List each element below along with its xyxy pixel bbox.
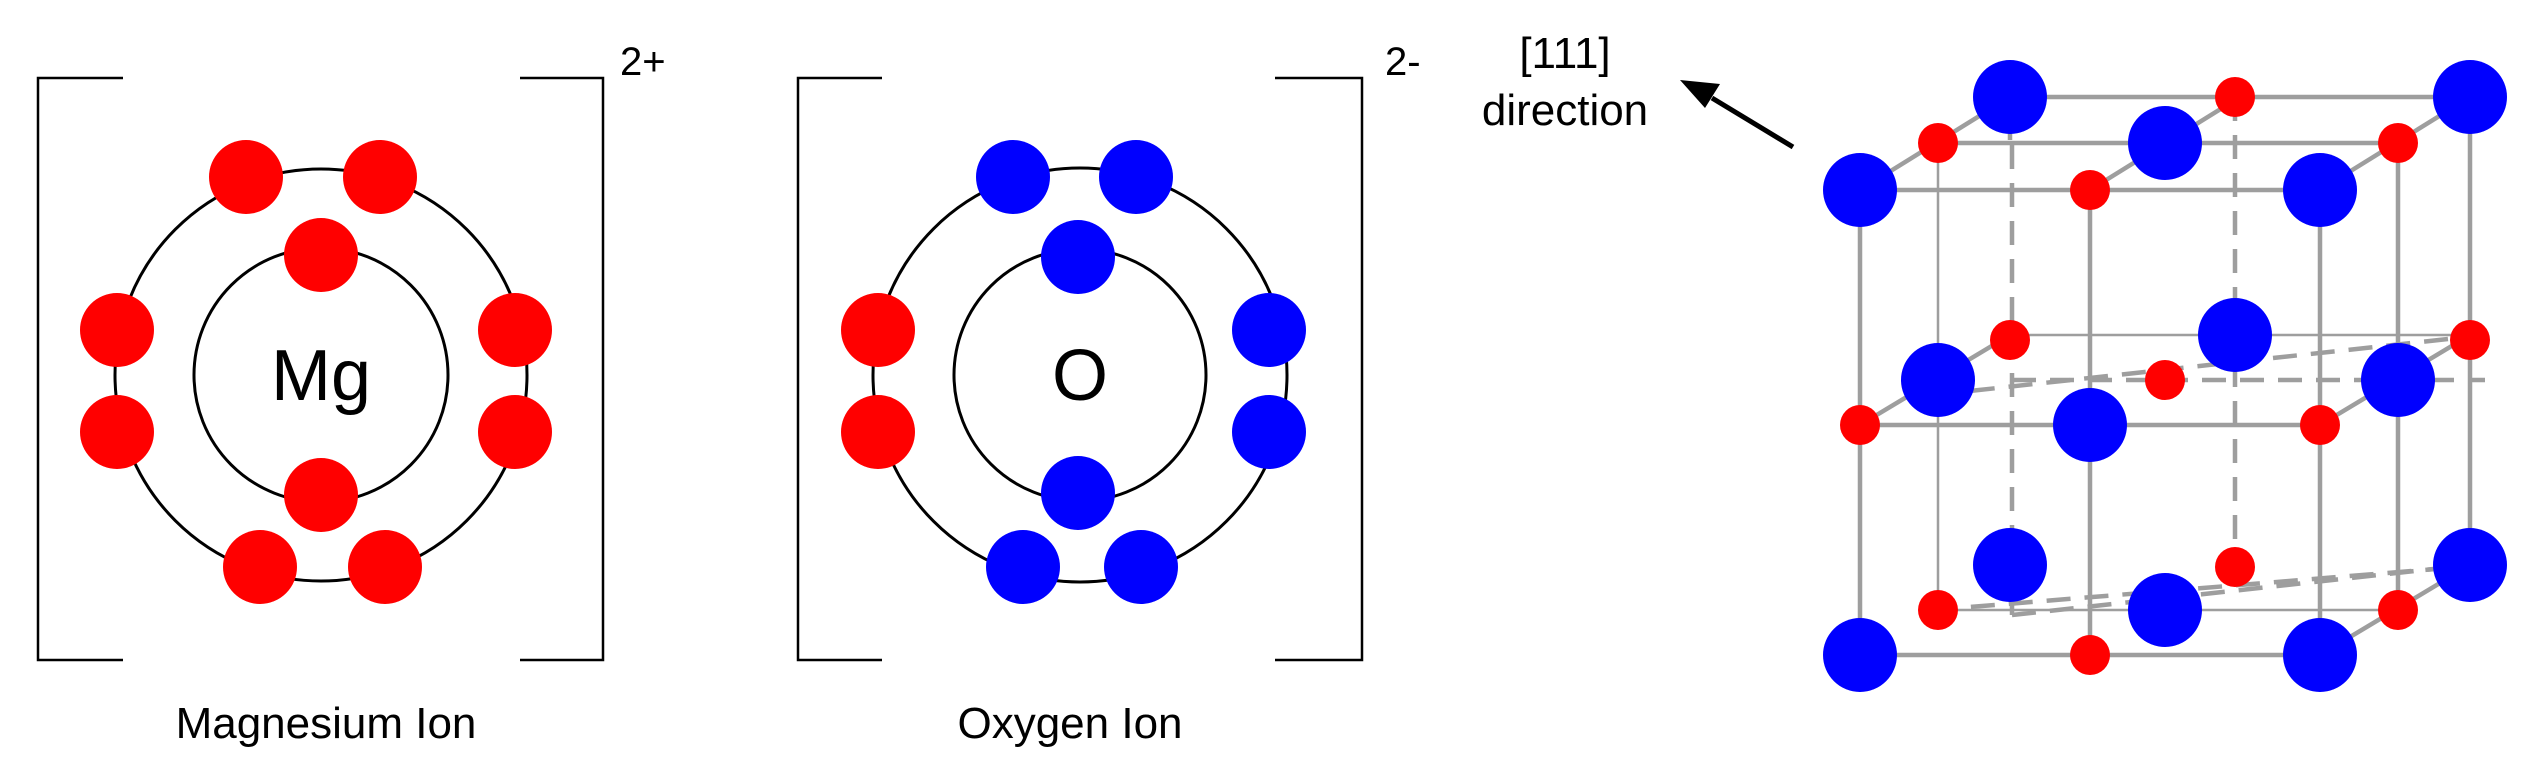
magnesium-electron [209,140,283,214]
oxygen-atom [2128,106,2202,180]
oxygen-atom [2198,298,2272,372]
oxygen-atom [1973,60,2047,134]
magnesium-electron [478,293,552,367]
oxygen-atom [2361,343,2435,417]
oxygen-electron [1232,395,1306,469]
magnesium-electron [223,530,297,604]
rock-salt-lattice [1823,60,2507,692]
magnesium-atom [1990,320,2030,360]
oxygen-ion: O 2- Oxygen Ion [796,40,1421,748]
magnesium-atom [2070,170,2110,210]
direction-label-word: direction [1482,86,1648,135]
magnesium-atom [1918,123,1958,163]
oxygen-atom [1823,153,1897,227]
magnesium-electron [343,140,417,214]
oxygen-electron [1232,293,1306,367]
oxygen-symbol: O [1052,336,1108,416]
lattice-small-atoms [1840,77,2490,675]
magnesium-outer-shell [113,167,529,583]
oxygen-electron [986,530,1060,604]
oxygen-atom [2128,573,2202,647]
magnesium-left-bracket [36,76,123,662]
magnesium-atom [2450,320,2490,360]
oxygen-electron [1099,140,1173,214]
oxygen-electron [976,140,1050,214]
oxygen-atom [2283,153,2357,227]
magnesium-charge: 2+ [620,40,666,84]
oxygen-electron [841,293,915,367]
lattice-large-atoms [1823,60,2507,692]
magnesium-atom [2378,590,2418,630]
direction-label-index: [111] [1519,29,1610,78]
magnesium-right-bracket [520,76,605,662]
oxygen-electrons [841,140,1306,604]
oxygen-ion-caption: Oxygen Ion [957,699,1182,748]
oxygen-electron [1041,220,1115,294]
oxygen-atom [2283,618,2357,692]
magnesium-electron [478,395,552,469]
magnesium-electron [284,458,358,532]
magnesium-electron [80,293,154,367]
magnesium-atom [2300,405,2340,445]
oxygen-electron [1041,456,1115,530]
oxygen-atom [1901,343,1975,417]
oxygen-atom [2433,60,2507,134]
oxygen-charge: 2- [1385,40,1421,84]
magnesium-ion-caption: Magnesium Ion [176,699,477,748]
magnesium-atom [2378,123,2418,163]
magnesium-atom [2070,635,2110,675]
magnesium-electron [284,218,358,292]
magnesium-atom [2145,360,2185,400]
magnesium-electron [348,530,422,604]
direction-arrow-shaft [1710,95,1795,150]
magnesium-ion: Mg 2+ Magnesium Ion [36,40,666,748]
oxygen-electron [841,395,915,469]
oxygen-outer-shell [871,166,1289,584]
magnesium-atom [1840,405,1880,445]
magnesium-atom [2215,77,2255,117]
oxygen-atom [1973,528,2047,602]
magnesium-symbol: Mg [271,336,371,416]
magnesium-atom [1918,590,1958,630]
oxygen-atom [2433,528,2507,602]
oxygen-electron [1104,530,1178,604]
magnesium-electrons [80,140,552,604]
oxygen-right-bracket [1275,76,1364,662]
oxygen-atom [1823,618,1897,692]
magnesium-atom [2215,547,2255,587]
oxygen-atom [2053,388,2127,462]
magnesium-electron [80,395,154,469]
direction-annotation: [111] direction [1482,29,1795,150]
direction-arrow-icon [1680,80,1720,108]
oxygen-left-bracket [796,76,882,662]
